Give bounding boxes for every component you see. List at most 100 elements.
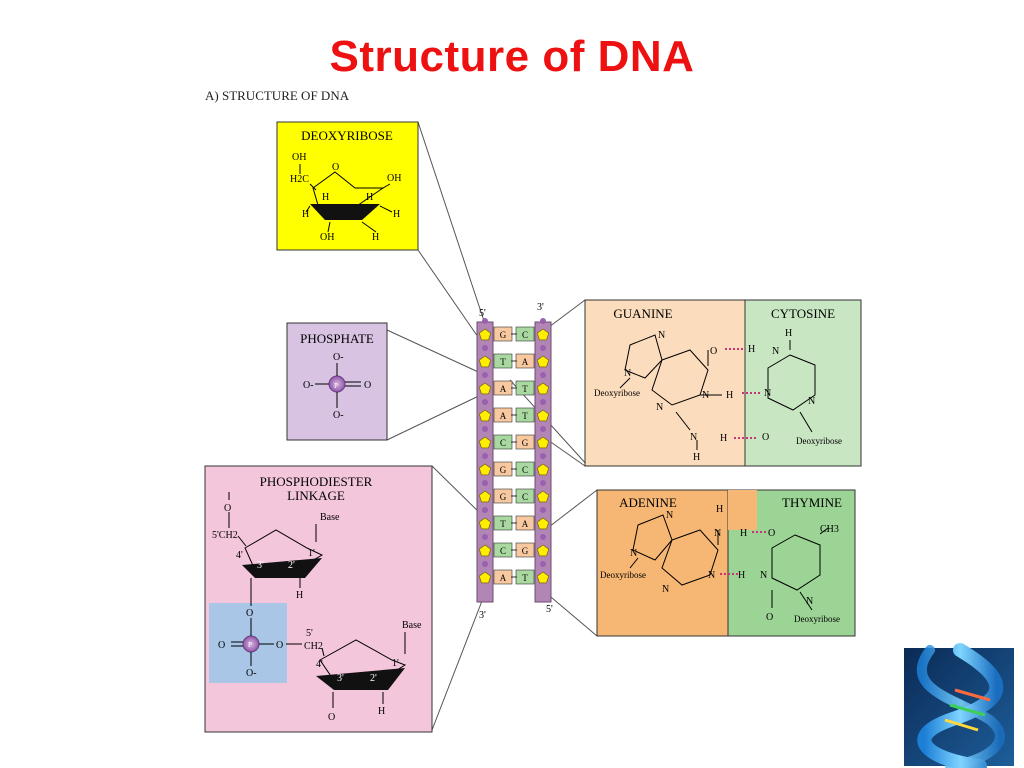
sugar-pentagon-icon: [478, 571, 492, 584]
atom-label: H: [720, 433, 727, 444]
phosphate-dot-icon: [540, 318, 546, 324]
guanine-title: GUANINE: [613, 306, 672, 321]
atom-label: P: [248, 641, 252, 649]
atom-label: N: [624, 368, 631, 379]
phosphate-dot-icon: [540, 480, 546, 486]
atom-label: OH: [292, 152, 306, 163]
atom-label: N: [702, 390, 709, 401]
atom-label: N: [630, 548, 637, 559]
atom-label: O: [276, 640, 283, 651]
adenine-title: ADENINE: [619, 495, 677, 510]
atom-label: N: [690, 432, 697, 443]
base-letter: C: [522, 492, 528, 502]
sugar-pentagon-icon: [536, 544, 550, 557]
sugar-pentagon-icon: [536, 409, 550, 422]
strand-end-label: 5': [546, 604, 553, 615]
atom-label: H: [296, 590, 303, 601]
phosphate-dot-icon: [540, 345, 546, 351]
atom-label: H: [366, 192, 373, 203]
linkage-title-line2: LINKAGE: [287, 488, 345, 503]
sugar-pentagon-icon: [536, 517, 550, 530]
base-letter: T: [522, 411, 528, 421]
phosphate-dot-icon: [482, 372, 488, 378]
atom-label: N: [714, 528, 721, 539]
sugar-pentagon-icon: [536, 382, 550, 395]
base-letter: G: [522, 438, 529, 448]
base-letter: G: [522, 546, 529, 556]
atom-label: O: [762, 432, 769, 443]
phosphate-dot-icon: [482, 453, 488, 459]
atom-label: H: [785, 328, 792, 339]
guanine-cytosine-panel: GUANINE CYTOSINE N N N N N O: [584, 299, 862, 467]
atom-label: H: [738, 570, 745, 581]
phosphate-title: PHOSPHATE: [300, 331, 374, 346]
sugar-pentagon-icon: [536, 571, 550, 584]
base-letter: G: [500, 465, 507, 475]
phosphate-dot-icon: [540, 399, 546, 405]
deoxyribose-title: DEOXYRIBOSE: [301, 128, 393, 143]
strand-end-label: 5': [479, 308, 486, 319]
atom-label: N: [760, 570, 767, 581]
atom-label: O: [364, 380, 371, 391]
atom-label: H: [716, 504, 723, 515]
atom-label: 3': [337, 673, 344, 684]
cytosine-title: CYTOSINE: [771, 306, 835, 321]
phosphate-dot-icon: [540, 453, 546, 459]
atom-label: O-: [333, 352, 344, 363]
sugar-pentagon-icon: [478, 436, 492, 449]
atom-label: H: [372, 232, 379, 243]
atom-label: H: [693, 452, 700, 463]
strand-end-label: 3': [479, 610, 486, 621]
base-letter: A: [500, 573, 507, 583]
atom-label: OH: [387, 173, 401, 184]
phosphate-dot-icon: [482, 345, 488, 351]
phosphate-dot-icon: [482, 561, 488, 567]
sugar-label: Deoxyribose: [600, 570, 646, 580]
base-letter: C: [500, 546, 506, 556]
atom-label: Base: [402, 620, 422, 631]
atom-label: H: [726, 390, 733, 401]
sugar-pentagon-icon: [478, 382, 492, 395]
atom-label: N: [772, 346, 779, 357]
sugar-pentagon-icon: [536, 328, 550, 341]
sugar-pentagon-icon: [478, 490, 492, 503]
base-letter: T: [522, 573, 528, 583]
atom-label: O: [328, 712, 335, 723]
atom-label: 2': [288, 560, 295, 571]
atom-label: H: [393, 209, 400, 220]
atom-label: CH3: [820, 524, 839, 535]
sugar-pentagon-icon: [478, 409, 492, 422]
base-letter: C: [522, 330, 528, 340]
figure-caption: A) STRUCTURE OF DNA: [205, 88, 350, 103]
atom-label: Base: [320, 512, 340, 523]
atom-label: N: [808, 396, 815, 407]
atom-label: OH: [320, 232, 334, 243]
sugar-label: Deoxyribose: [796, 436, 842, 446]
phosphate-dot-icon: [482, 426, 488, 432]
base-letter: G: [500, 330, 507, 340]
atom-label: H: [748, 344, 755, 355]
base-letter: T: [500, 519, 506, 529]
phosphate-dot-icon: [482, 534, 488, 540]
phosphate-dot-icon: [540, 561, 546, 567]
sugar-pentagon-icon: [478, 517, 492, 530]
atom-label: O: [224, 503, 231, 514]
phosphate-dot-icon: [482, 399, 488, 405]
base-letter: C: [522, 465, 528, 475]
phosphate-dot-icon: [482, 480, 488, 486]
atom-label: O: [768, 528, 775, 539]
sugar-label: Deoxyribose: [794, 614, 840, 624]
atom-label: 3': [257, 560, 264, 571]
base-letter: C: [500, 438, 506, 448]
linkage-title-line1: PHOSPHODIESTER: [260, 474, 373, 489]
phosphate-dot-icon: [482, 318, 488, 324]
thymine-title: THYMINE: [782, 495, 842, 510]
adenine-thymine-panel: ADENINE THYMINE N N N N H N H CH3 O: [596, 489, 856, 637]
phosphate-dot-icon: [482, 507, 488, 513]
deoxyribose-panel: DEOXYRIBOSE OH H2C O OH H H H H OH H: [276, 121, 419, 251]
phosphate-dot-icon: [540, 534, 546, 540]
base-letter: A: [500, 384, 507, 394]
